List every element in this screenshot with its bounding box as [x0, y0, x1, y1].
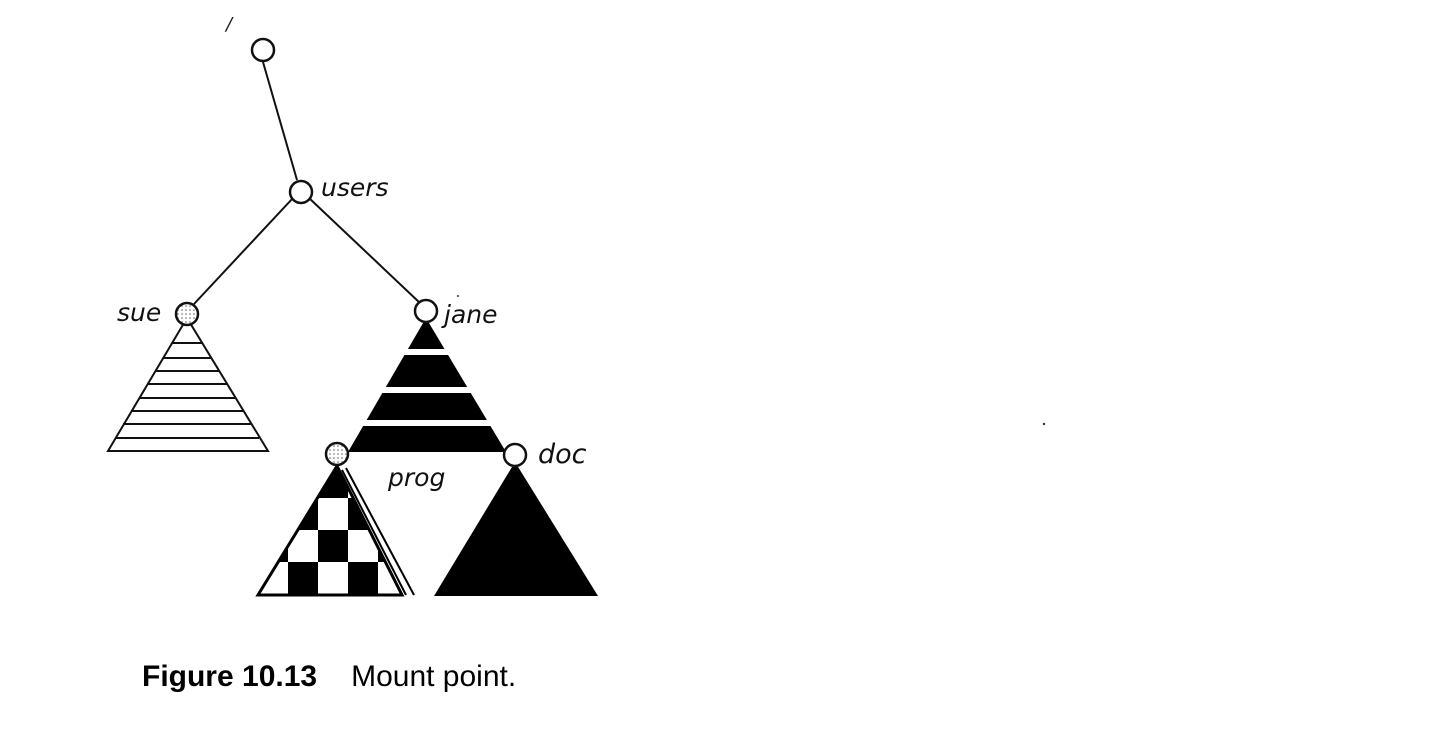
doc-label: doc: [538, 439, 587, 470]
root-node: [250, 37, 276, 63]
figure-number: Figure 10.13: [142, 660, 318, 693]
prog-label: prog: [387, 463, 445, 492]
sue-node: [174, 301, 200, 327]
prog-subtree-triangle: [255, 462, 415, 597]
edge-users-jane: [308, 197, 421, 304]
figure-title: Mount point.: [351, 660, 517, 693]
prog-node: [324, 441, 350, 467]
scan-speck: [457, 295, 459, 297]
jane-subtree-triangle: [348, 318, 510, 452]
doc-node: [502, 442, 528, 468]
doc-subtree-triangle: [434, 462, 598, 596]
root-label: /: [224, 14, 234, 35]
edge-root-users: [262, 61, 298, 181]
tree-edges: [193, 61, 421, 305]
users-label: users: [321, 173, 389, 202]
jane-label: jane: [441, 300, 498, 329]
sue-label: sue: [117, 298, 161, 327]
figure-caption: Figure 10.13 Mount point.: [142, 660, 516, 694]
tree-nodes: [174, 37, 528, 468]
jane-node: [413, 298, 439, 324]
scan-speck: [1042, 422, 1046, 426]
users-node: [288, 179, 314, 205]
sue-subtree-triangle: [106, 316, 270, 452]
edge-users-sue: [193, 197, 294, 305]
